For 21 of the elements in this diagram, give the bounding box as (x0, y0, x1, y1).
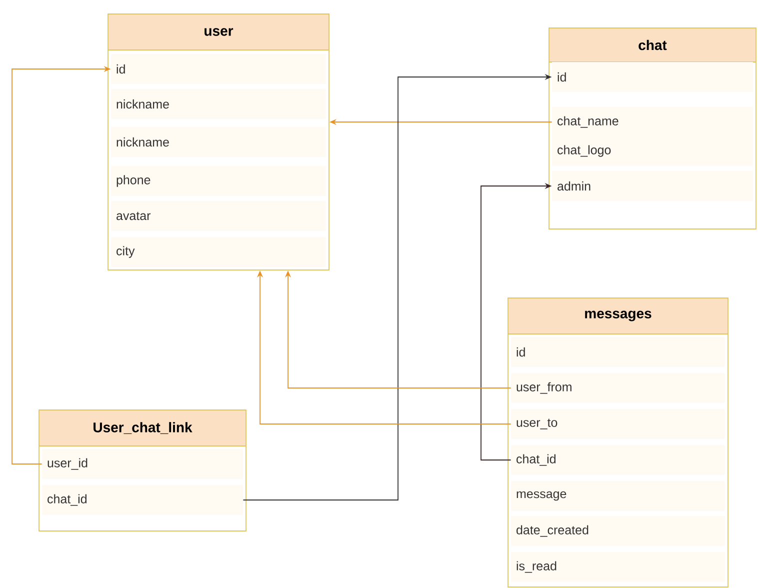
table-field: is_read (511, 552, 725, 582)
table-field: message (511, 481, 725, 511)
table-field: admin (552, 171, 753, 201)
table-field: phone (111, 166, 326, 196)
table-field: nickname (111, 89, 326, 119)
table-field: nickname (111, 127, 326, 157)
table-field: chat_id (42, 485, 243, 515)
table-field: date_created (511, 516, 725, 546)
table-field: id (111, 54, 326, 84)
table-field: id (511, 337, 725, 367)
table-field: chat_name (552, 107, 753, 137)
table-field: city (111, 237, 326, 267)
table-field: avatar (111, 201, 326, 231)
table-field: user_from (511, 373, 725, 403)
table-field: user_to (511, 409, 725, 439)
table-field: id (552, 62, 753, 92)
table-field: user_id (42, 449, 243, 479)
node-label: chat_logo (558, 145, 611, 157)
table-field: chat_id (511, 445, 725, 475)
table-field: chat_logo (552, 136, 753, 166)
node-label: chat_name (558, 116, 618, 128)
